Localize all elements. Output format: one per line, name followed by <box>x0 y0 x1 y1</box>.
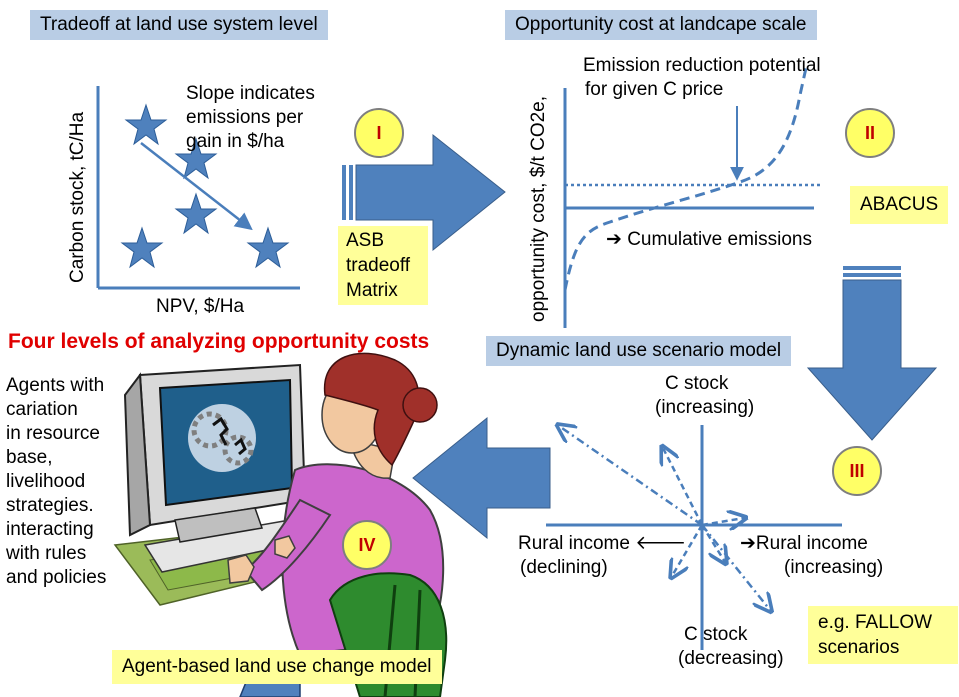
panel-ii-annotation: Emission reduction potential for given C… <box>583 54 821 102</box>
scenario-vectors <box>559 426 770 610</box>
star-marker <box>120 226 164 269</box>
star-marker <box>174 137 218 180</box>
flow-arrow-ii-to-iii <box>806 266 938 441</box>
label-line: Rural income 🡐 <box>518 532 686 556</box>
panel-i-stars <box>120 103 290 269</box>
panel-iii-right-label: ➔Rural income (increasing) <box>740 532 883 580</box>
description-line: cariation <box>6 399 78 420</box>
tag-line: scenarios <box>818 637 900 658</box>
flow-arrow-i-to-ii <box>342 133 506 252</box>
left-arrow-icon: 🡐 <box>635 533 687 554</box>
panel-ii-x-note: ➔ Cumulative emissions <box>606 228 812 252</box>
opportunity-cost-curve <box>563 67 808 291</box>
note-line: gain in $/ha <box>186 131 285 152</box>
panel-iii-left-label: Rural income 🡐 (declining) <box>518 532 686 580</box>
annotation-line: for given C price <box>585 79 724 100</box>
label-line: C stock <box>684 624 748 645</box>
panel-i-x-axis-label: NPV, $/Ha <box>156 296 245 317</box>
right-arrow-icon: ➔ <box>740 533 756 554</box>
star-marker <box>174 192 218 235</box>
description-line: strategies. <box>6 495 94 516</box>
description-line: Agents with <box>6 375 105 396</box>
label-line: (increasing) <box>655 397 755 418</box>
label-line: ➔Rural income <box>740 532 883 556</box>
label-line: C stock <box>665 373 729 394</box>
description-line: base, <box>6 447 53 468</box>
label-line: (decreasing) <box>678 648 784 669</box>
panel-iii-axes <box>546 425 842 650</box>
badge-iii: III <box>832 446 882 496</box>
note-line: emissions per <box>186 107 304 128</box>
panel-i-y-axis-label: Carbon stock, tC/Ha <box>67 111 88 283</box>
right-arrow-icon: ➔ <box>606 229 622 250</box>
main-title: Four levels of analyzing opportunity cos… <box>8 330 430 353</box>
badge-iv: IV <box>342 520 392 570</box>
panel-iii-bottom-label: C stock (decreasing) <box>678 623 784 671</box>
panel-iv-description: Agents with cariation in resource base, … <box>6 374 106 590</box>
description-line: livelihood <box>6 471 86 492</box>
description-line: in resource <box>6 423 100 444</box>
panel-i-axes <box>96 86 300 290</box>
right-label-text: Rural income <box>755 533 868 554</box>
tag-line: Matrix <box>346 280 398 301</box>
panel-i-note: Slope indicates emissions per gain in $/… <box>186 82 315 154</box>
panel-i-tag: ASB tradeoff Matrix <box>338 226 428 305</box>
panel-iii-top-label: C stock (increasing) <box>655 372 754 420</box>
tag-line: e.g. FALLOW <box>818 612 933 633</box>
description-line: and policies <box>6 567 107 588</box>
panel-i-header: Tradeoff at land use system level <box>30 10 328 40</box>
panel-ii-y-axis-label: opportunity cost, $/t CO2e, <box>528 95 549 322</box>
tag-line: ASB <box>346 230 385 251</box>
agent-computer-illustration <box>113 352 448 697</box>
panel-ii-tag: ABACUS <box>850 186 949 224</box>
panel-ii-header: Opportunity cost at landcape scale <box>505 10 817 40</box>
annotation-line: Emission reduction potential <box>583 55 821 76</box>
slope-arrow <box>140 142 253 231</box>
panel-iv-tag: Agent-based land use change model <box>112 650 442 684</box>
label-line: (declining) <box>520 557 608 578</box>
left-label-text: Rural income <box>518 533 630 554</box>
x-note-text: Cumulative emissions <box>627 229 812 250</box>
star-marker <box>246 226 290 269</box>
panel-iii-header: Dynamic land use scenario model <box>486 336 792 366</box>
tag-line: tradeoff <box>346 255 411 276</box>
badge-ii: II <box>845 108 895 158</box>
description-line: with rules <box>6 543 87 564</box>
star-marker <box>124 103 168 146</box>
label-line: (increasing) <box>784 557 884 578</box>
flow-arrow-iii-to-iv <box>412 416 551 540</box>
panel-iii-tag: e.g. FALLOW scenarios <box>808 606 958 664</box>
panel-ii-axes <box>563 88 814 328</box>
note-line: Slope indicates <box>186 83 315 104</box>
description-line: interacting <box>6 519 94 540</box>
badge-i: I <box>354 108 404 158</box>
